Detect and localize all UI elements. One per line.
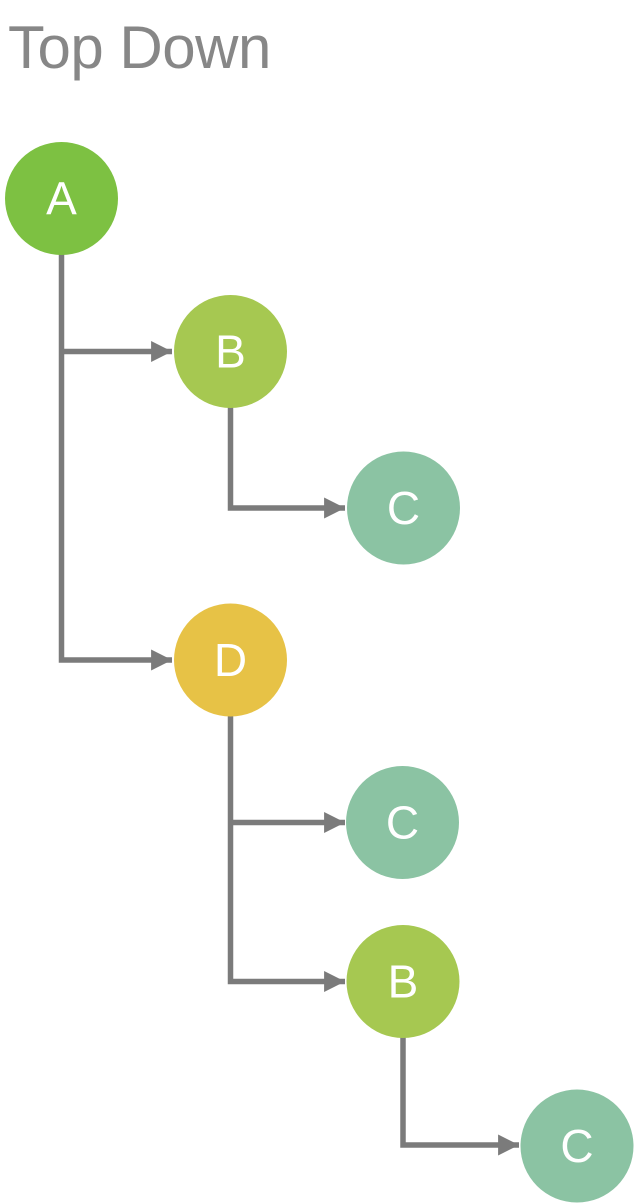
- edge-b1-c1: [227, 407, 345, 519]
- node-b1-circle[interactable]: [174, 295, 287, 408]
- node-b1-label: B: [215, 326, 246, 378]
- edge-b2-c3: [400, 1037, 519, 1156]
- edge-a-d: [58, 253, 172, 671]
- node-a-label: A: [46, 173, 77, 225]
- node-c1-circle[interactable]: [347, 451, 460, 565]
- node-c1[interactable]: C: [347, 451, 460, 565]
- node-a-circle[interactable]: [5, 142, 118, 255]
- node-c3-label: C: [560, 1120, 593, 1172]
- node-c3-circle[interactable]: [520, 1089, 634, 1203]
- edge-d-b2: [227, 716, 345, 992]
- node-c2-label: C: [386, 797, 419, 849]
- node-b2-label: B: [388, 956, 419, 1008]
- node-d-label: D: [214, 634, 247, 686]
- node-b2[interactable]: B: [346, 925, 460, 1038]
- node-d[interactable]: D: [174, 603, 287, 717]
- node-c2-circle[interactable]: [346, 766, 459, 879]
- node-c1-label: C: [387, 482, 420, 534]
- diagram-title: Top Down: [8, 14, 271, 81]
- node-c3[interactable]: C: [520, 1089, 634, 1203]
- node-d-circle[interactable]: [174, 603, 287, 717]
- node-c2[interactable]: C: [346, 766, 459, 879]
- node-b1[interactable]: B: [174, 295, 287, 408]
- node-a[interactable]: A: [5, 142, 118, 255]
- node-b2-circle[interactable]: [346, 925, 460, 1038]
